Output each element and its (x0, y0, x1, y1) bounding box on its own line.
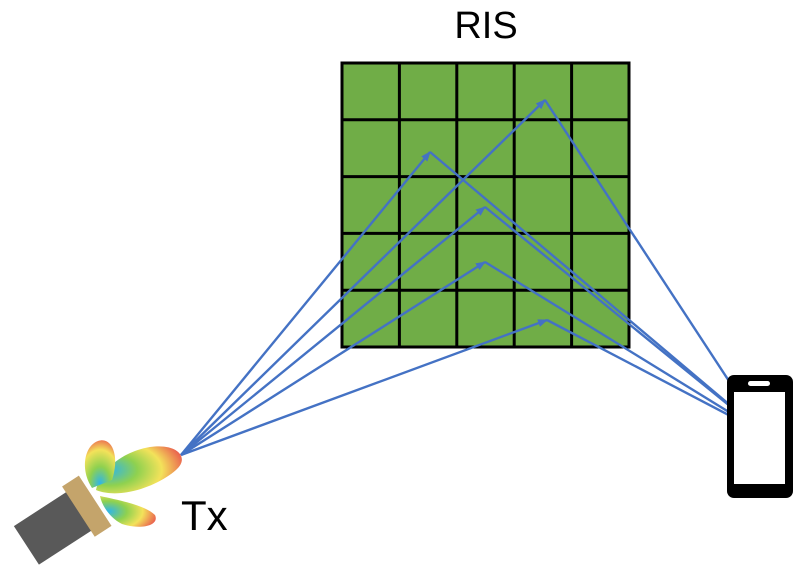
ris-label: RIS (454, 5, 517, 47)
ris-panel (340, 61, 631, 349)
incident-ray (180, 260, 486, 457)
incident-ray (180, 99, 546, 456)
incident-ray (180, 318, 548, 457)
reflected-ray (484, 260, 764, 435)
reflected-ray (484, 206, 764, 434)
reflected-ray (429, 151, 764, 434)
phone-speaker (748, 381, 770, 386)
antenna-transmitter-icon (13, 440, 182, 565)
radiation-pattern-icon (84, 440, 182, 527)
transmitter-collar (62, 475, 112, 537)
beam-paths (180, 99, 765, 457)
incident-ray (180, 206, 486, 456)
reflected-ray (543, 99, 765, 434)
ris-grid-lines (342, 63, 629, 347)
transmitter-body (13, 491, 93, 565)
phone-screen (734, 392, 785, 484)
smartphone-icon (727, 375, 793, 498)
tx-label: Tx (181, 492, 228, 539)
ris-surface (340, 61, 631, 349)
incident-ray (180, 151, 431, 456)
